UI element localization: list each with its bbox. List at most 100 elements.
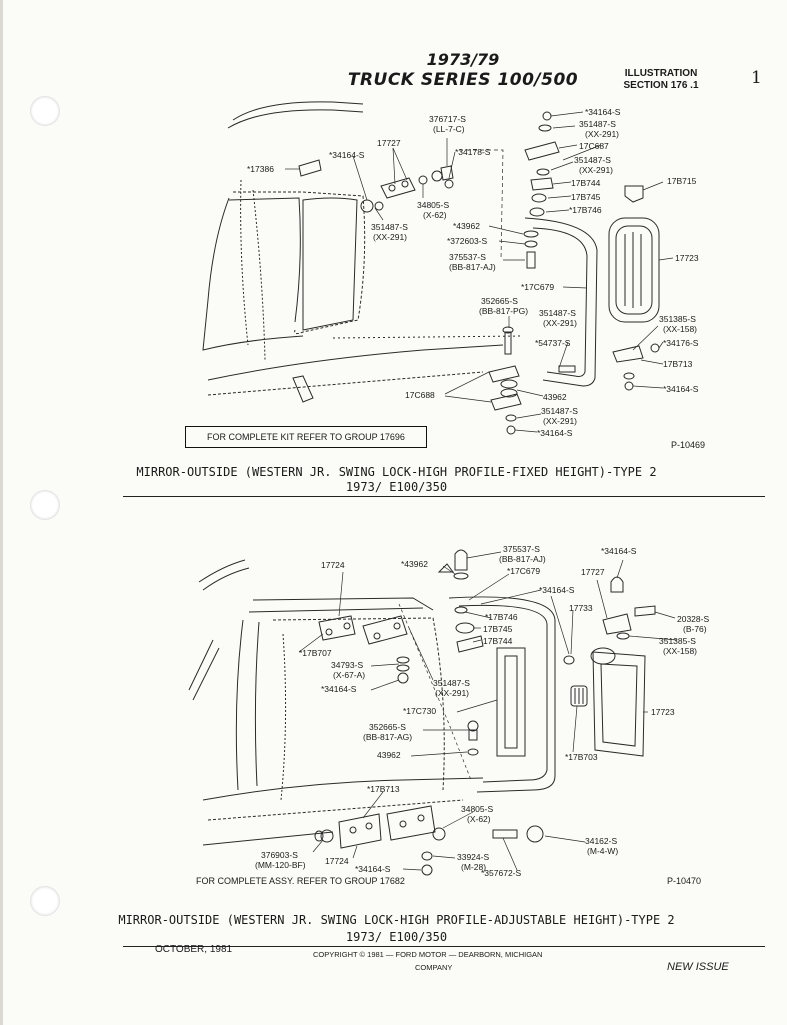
- callout: (M-4-W): [587, 846, 618, 856]
- callout: 17B713: [663, 359, 693, 369]
- mirror-arm-1: [524, 217, 598, 387]
- callout: 375537-S: [503, 544, 540, 554]
- kit-note-box: FOR COMPLETE KIT REFER TO GROUP 17696: [185, 426, 427, 448]
- footer-copyright: COPYRIGHT © 1981 — FORD MOTOR — DEARBORN…: [313, 950, 543, 959]
- callouts-2: 375537-S (BB-817-AJ) *17C679 *34164-S 17…: [255, 544, 709, 878]
- callout: *34164-S: [321, 684, 357, 694]
- callout: 351487-S: [433, 678, 470, 688]
- callout: 17723: [675, 253, 699, 263]
- bracket-upper-1: [298, 159, 454, 213]
- callout: *34164-S: [663, 384, 699, 394]
- callout: (LL-7-C): [433, 124, 465, 134]
- binder-hole: [30, 96, 60, 126]
- binder-hole: [30, 886, 60, 916]
- divider: [123, 496, 765, 497]
- footer-date: OCTOBER, 1981: [155, 944, 233, 955]
- callout: *372603-S: [447, 236, 488, 246]
- divider: [123, 946, 765, 947]
- callout: *34164-S: [355, 864, 391, 874]
- callout: (M-28): [461, 862, 486, 872]
- callout: *17386: [247, 164, 274, 174]
- callout: (BB-817-PG): [479, 306, 528, 316]
- callout: (X-62): [467, 814, 491, 824]
- callout: 34793-S: [331, 660, 363, 670]
- callout: *43962: [453, 221, 480, 231]
- callout: 17C688: [405, 390, 435, 400]
- callout: (XX-291): [585, 129, 619, 139]
- illustration-label: ILLUSTRATION: [624, 68, 698, 79]
- callout: 17727: [377, 138, 401, 148]
- leader-lines-1: [285, 111, 674, 433]
- callout: *17B713: [367, 784, 400, 794]
- page-number: 1: [751, 68, 762, 88]
- door-outline-2: [188, 559, 484, 846]
- callout: 351385-S: [659, 636, 696, 646]
- callout: 17724: [321, 560, 345, 570]
- section-label: ILLUSTRATION SECTION 176 .1: [611, 68, 711, 92]
- callout: *17C679: [507, 566, 540, 576]
- callout: 376717-S: [429, 114, 466, 124]
- callout: 17727: [581, 567, 605, 577]
- callout: *17B703: [565, 752, 598, 762]
- callout: 351487-S: [371, 222, 408, 232]
- callout: *17B746: [569, 205, 602, 215]
- callout: *34164-S: [601, 546, 637, 556]
- callout: 34162-S: [585, 836, 617, 846]
- callout: (XX-158): [663, 646, 697, 656]
- title-series: TRUCK SERIES 100/500: [347, 70, 579, 90]
- callout: (BB-817-AJ): [449, 262, 496, 272]
- callout: 17B744: [483, 636, 513, 646]
- callout: 351487-S: [541, 406, 578, 416]
- callout: *357672-S: [481, 868, 522, 878]
- callout: 376903-S: [261, 850, 298, 860]
- page-title: 1973/79 TRUCK SERIES 100/500: [303, 50, 623, 90]
- callout: (XX-291): [543, 416, 577, 426]
- callout: 351487-S: [539, 308, 576, 318]
- callout: (BB-817-AJ): [499, 554, 546, 564]
- callout: *34178-S: [455, 147, 491, 157]
- callout: *34164-S: [539, 585, 575, 595]
- callout: 33924-S: [457, 852, 489, 862]
- leader-lines-2: [298, 551, 678, 871]
- callout: (XX-291): [435, 688, 469, 698]
- callout: *54737-S: [535, 338, 571, 348]
- callout: (XX-158): [663, 324, 697, 334]
- callout: 352665-S: [481, 296, 518, 306]
- callout: 351487-S: [574, 155, 611, 165]
- callout: (MM-120-BF): [255, 860, 306, 870]
- callout: (B-76): [683, 624, 707, 634]
- callout: (X-62): [423, 210, 447, 220]
- callout: (XX-291): [373, 232, 407, 242]
- callout: *17C730: [403, 706, 436, 716]
- callout: *34176-S: [663, 338, 699, 348]
- callout: 43962: [377, 750, 401, 760]
- callout: 17B745: [571, 192, 601, 202]
- callout: 34805-S: [417, 200, 449, 210]
- callout: 351385-S: [659, 314, 696, 324]
- hardware-stack-1: [488, 111, 660, 435]
- footer-status: NEW ISSUE: [667, 961, 729, 973]
- caption-1-line1: MIRROR-OUTSIDE (WESTERN JR. SWING LOCK-H…: [136, 465, 657, 479]
- caption-2-line2: 1973/ E100/350: [345, 930, 448, 944]
- door-outline-1: [202, 101, 524, 403]
- slide-bar-2: [467, 647, 526, 757]
- callout: 352665-S: [369, 722, 406, 732]
- callout: (XX-291): [579, 165, 613, 175]
- callout: 17733: [569, 603, 593, 613]
- callout: 43962: [543, 392, 567, 402]
- callout: *34164-S: [585, 107, 621, 117]
- callout: 17B744: [571, 178, 601, 188]
- caption-1-line2: 1973/ E100/350: [345, 480, 448, 494]
- mirror-head-2: [570, 647, 646, 757]
- callout: *17B707: [299, 648, 332, 658]
- footer-company: COMPANY: [415, 963, 453, 972]
- callout: (BB-817-AG): [363, 732, 412, 742]
- mirror-head-1: [608, 185, 660, 323]
- callout: *17C679: [521, 282, 554, 292]
- callout: (XX-291): [543, 318, 577, 328]
- mirror-arm-2: [448, 596, 556, 793]
- callout: 375537-S: [449, 252, 486, 262]
- callout: 17724: [325, 856, 349, 866]
- binder-hole: [30, 490, 60, 520]
- callout: 17B745: [483, 624, 513, 634]
